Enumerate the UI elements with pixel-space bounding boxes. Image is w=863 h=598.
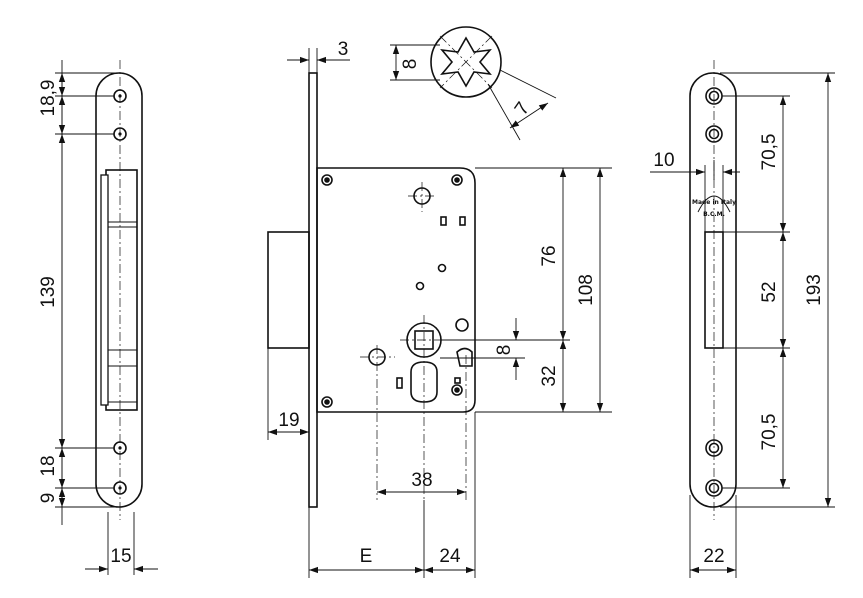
dim-24: 24 (439, 546, 461, 567)
dim-right-total: 193 (804, 274, 825, 306)
dim-left-lower-spacing: 18 (38, 455, 59, 476)
dim-left-bottom-offset: 9 (38, 493, 59, 504)
dim-left-width: 15 (110, 546, 131, 567)
dim-right-upper: 70,5 (759, 134, 780, 171)
dim-plate-thickness: 3 (338, 39, 349, 60)
dim-backset: E (360, 546, 373, 567)
dim-right-latch: 52 (759, 281, 780, 302)
dim-108: 108 (576, 274, 597, 306)
left-latch-inset (105, 169, 138, 411)
dim-right-width: 22 (703, 546, 724, 567)
stamp-line2: B.C.M. (703, 211, 725, 218)
manufacturer-stamp: Made in Italy B.C.M. (692, 195, 736, 218)
front-plate (308, 72, 318, 508)
dim-spindle-rot: 7 (511, 98, 534, 119)
dim-spindle-square: 8 (400, 59, 421, 70)
lock-case (316, 167, 476, 413)
dim-19: 19 (278, 410, 299, 431)
dim-38: 38 (411, 470, 432, 491)
latch-bolt (267, 231, 310, 349)
dim-right-lower: 70,5 (759, 414, 780, 451)
stamp-line1: Made in Italy (692, 199, 736, 206)
cylinder-hole (410, 361, 438, 403)
dim-8-spindle-offset: 8 (494, 345, 515, 356)
right-latch-window (704, 231, 724, 349)
dim-10: 10 (653, 150, 674, 171)
dim-left-top-offset: 18,9 (38, 80, 59, 117)
dim-32: 32 (539, 365, 560, 386)
right-screw-hole-2 (705, 125, 723, 143)
right-faceplate-view: Made in Italy B.C.M. 10 70,5 52 70,5 193… (650, 60, 835, 578)
spindle-detail: 8 7 (390, 26, 557, 141)
right-faceplate-outline (689, 72, 737, 508)
dim-left-hole-spacing: 139 (38, 276, 59, 308)
lock-body-view: 8 7 3 76 108 32 8 19 (267, 26, 612, 578)
dim-76: 76 (539, 245, 560, 266)
left-faceplate-view: 18,9 139 18 9 15 (38, 60, 158, 575)
right-screw-hole-3 (705, 439, 723, 457)
